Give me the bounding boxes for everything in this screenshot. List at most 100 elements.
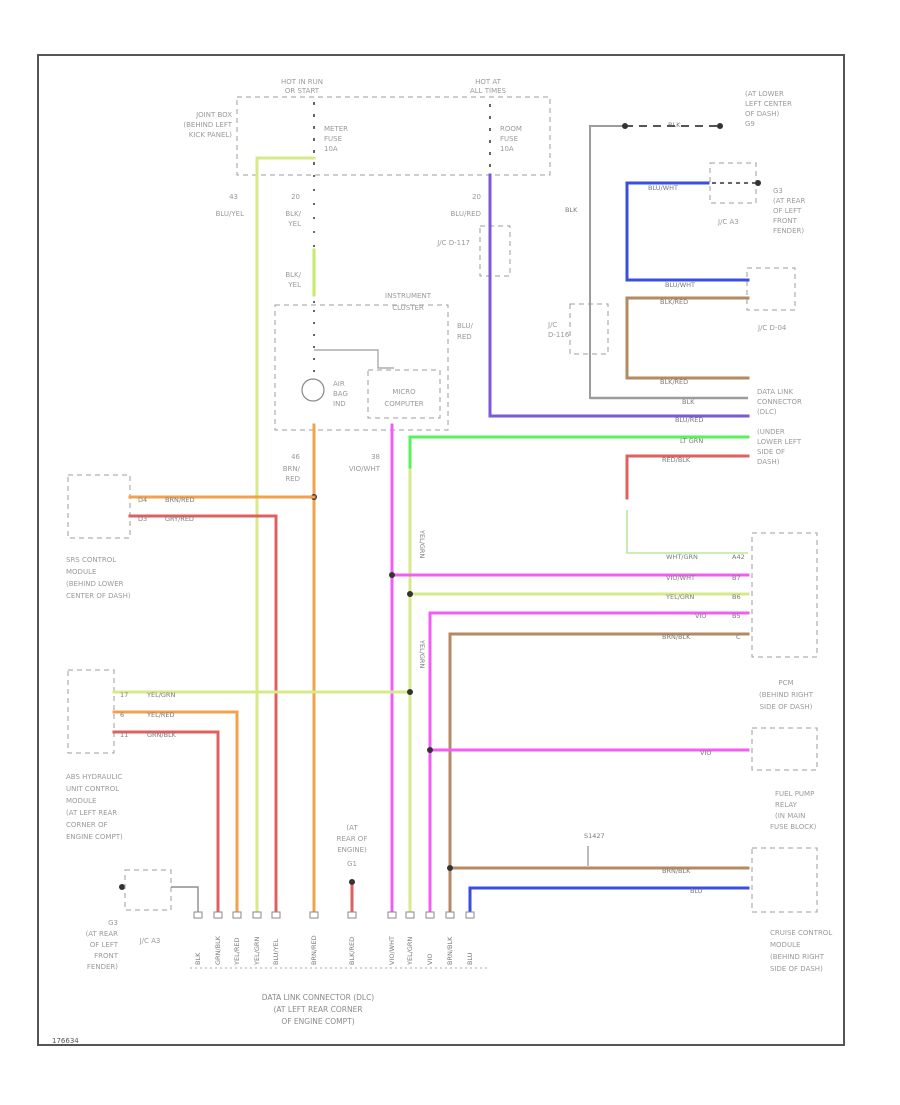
fuel-2: RELAY [775,801,798,809]
blu-red-side-b: RED [457,333,472,341]
abs-pin-2: 6 [120,711,124,719]
room-fuse-line-2: FUSE [500,135,518,143]
yel-grn-vert-label-2: YEL/GRN [418,639,426,668]
fuel-4: FUSE BLOCK) [770,823,817,831]
cruise-2: MODULE [770,941,800,949]
blk-yel-1-b: YEL [287,220,301,228]
jc-a3-label: J/C A3 [717,218,739,226]
g3-5: FENDER) [773,227,804,235]
abs-wire-1: YEL/GRN [146,691,175,699]
dlc-pin [271,911,281,919]
circuit-38: 38 [371,453,380,461]
ground-loc-4: G9 [745,120,755,128]
dlc-6: SIDE OF [757,448,785,456]
jc-d04-label: J/C D-04 [757,324,787,332]
micro-1: MICRO [392,388,416,396]
dlc-pin [193,911,203,919]
pcm-pin-2: B7 [732,574,741,582]
srs-gry-red-wire [128,514,278,917]
dlc-pin [309,911,319,919]
red-blk-label: RED/BLK [662,456,691,464]
circuit-20-left: 20 [291,193,300,201]
bg-3: OF LEFT [90,941,119,949]
hot-at-all-label-2: ALL TIMES [470,87,507,95]
blk-side-label: BLK [565,206,578,214]
jc-d117-box [479,225,511,277]
dlc-7: DASH) [757,458,780,466]
airbag-ind-2: BAG [333,390,348,398]
ground-loc-3: OF DASH) [745,110,780,118]
brn-red-b: RED [285,475,300,483]
srs-4: CENTER OF DASH) [66,592,131,600]
bg-2: (AT REAR [86,930,119,938]
pcm-wire-4: VIO [695,612,706,620]
meter-fuse-line-1: METER [324,125,348,133]
dlc-wire-label: BLU [466,952,474,965]
lt-grn-label: LT GRN [680,437,703,445]
ground-loc-1: (AT LOWER [745,90,784,98]
jc-d116-2: D-116 [548,331,570,339]
dlc-wire-label: BLK/RED [348,937,356,965]
fuel-3: (IN MAIN [775,812,805,820]
dlc-wire-label: BRN/BLK [446,936,454,965]
jc-d116-1: J/C [547,321,557,329]
jc-d04-box [746,267,796,311]
fuel-pump-wire: VIO [700,749,711,757]
internal-wire [314,349,394,369]
splice-yel-grn-pcm [407,591,413,597]
srs-1: SRS CONTROL [66,556,116,564]
dlc-2: CONNECTOR [757,398,802,406]
pcm-label-2: (BEHIND RIGHT [759,691,814,699]
abs-pin-1: 17 [120,691,128,699]
jc-d117-label: J/C D-117 [436,239,470,247]
meter-fuse-line-2: FUSE [324,135,342,143]
dlc-bottom-1: DATA LINK CONNECTOR (DLC) [262,993,375,1002]
ground-g3-dot [119,884,125,890]
abs-6: ENGINE COMPT) [66,833,123,841]
srs-pin-2: D3 [138,515,147,523]
dlc-wire-label: BLU/YEL [272,938,280,965]
g3-4: FRONT [773,217,798,225]
ground-dot [717,123,723,129]
abs-4: (AT LEFT REAR [66,809,117,817]
bg-4: FRONT [94,952,119,960]
pcm-pin-1: A42 [732,553,745,561]
g3-ground-dot [755,180,761,186]
pcm-wire-5: BRN/BLK [662,633,691,641]
blu-red-dlc-label: BLU/RED [675,416,703,424]
srs-wire-1: BRN/RED [165,496,195,504]
micro-computer-box [367,369,441,419]
eng-1: (AT [346,824,358,832]
dlc-wire-label: BRN/RED [310,935,318,965]
circuit-46: 46 [291,453,300,461]
hot-in-run-label: HOT IN RUN [281,78,323,86]
blk-yel-2-b: YEL [287,281,301,289]
dlc-wire-label: YEL/GRN [253,937,261,966]
yel-grn-vert-label: YEL/GRN [418,529,426,558]
dlc-pin [465,911,475,919]
g3-3: OF LEFT [773,207,802,215]
splice-abs-yel-grn [407,689,413,695]
dlc-pin [252,911,262,919]
blu-cruise-wire [468,886,750,917]
blu-red-dlc-wire [488,173,750,418]
diagram-id: 176634 [52,1037,79,1045]
pcm-label-3: SIDE OF DASH) [760,703,813,711]
dlc-wire-label: YEL/RED [233,937,241,966]
pcm-box [751,532,818,658]
pcm-pin-5: C [736,633,741,641]
blk-yel-2-a: BLK/ [285,271,301,279]
dlc-pin [445,911,455,919]
circuit-20-right: 20 [472,193,481,201]
jc-a3-box-bottom [124,869,172,911]
g3-1: G3 [773,187,783,195]
abs-grn-blk-wire [112,730,220,917]
blu-red-label: BLU/RED [450,210,481,218]
eng-3: ENGINE) [337,846,367,854]
instrument-title-2: CLUSTER [392,304,424,312]
srs-wire-2: GRY/RED [165,515,194,523]
airbag-indicator-icon [301,378,325,402]
joint-box-line-2: (BEHIND LEFT [183,121,232,129]
